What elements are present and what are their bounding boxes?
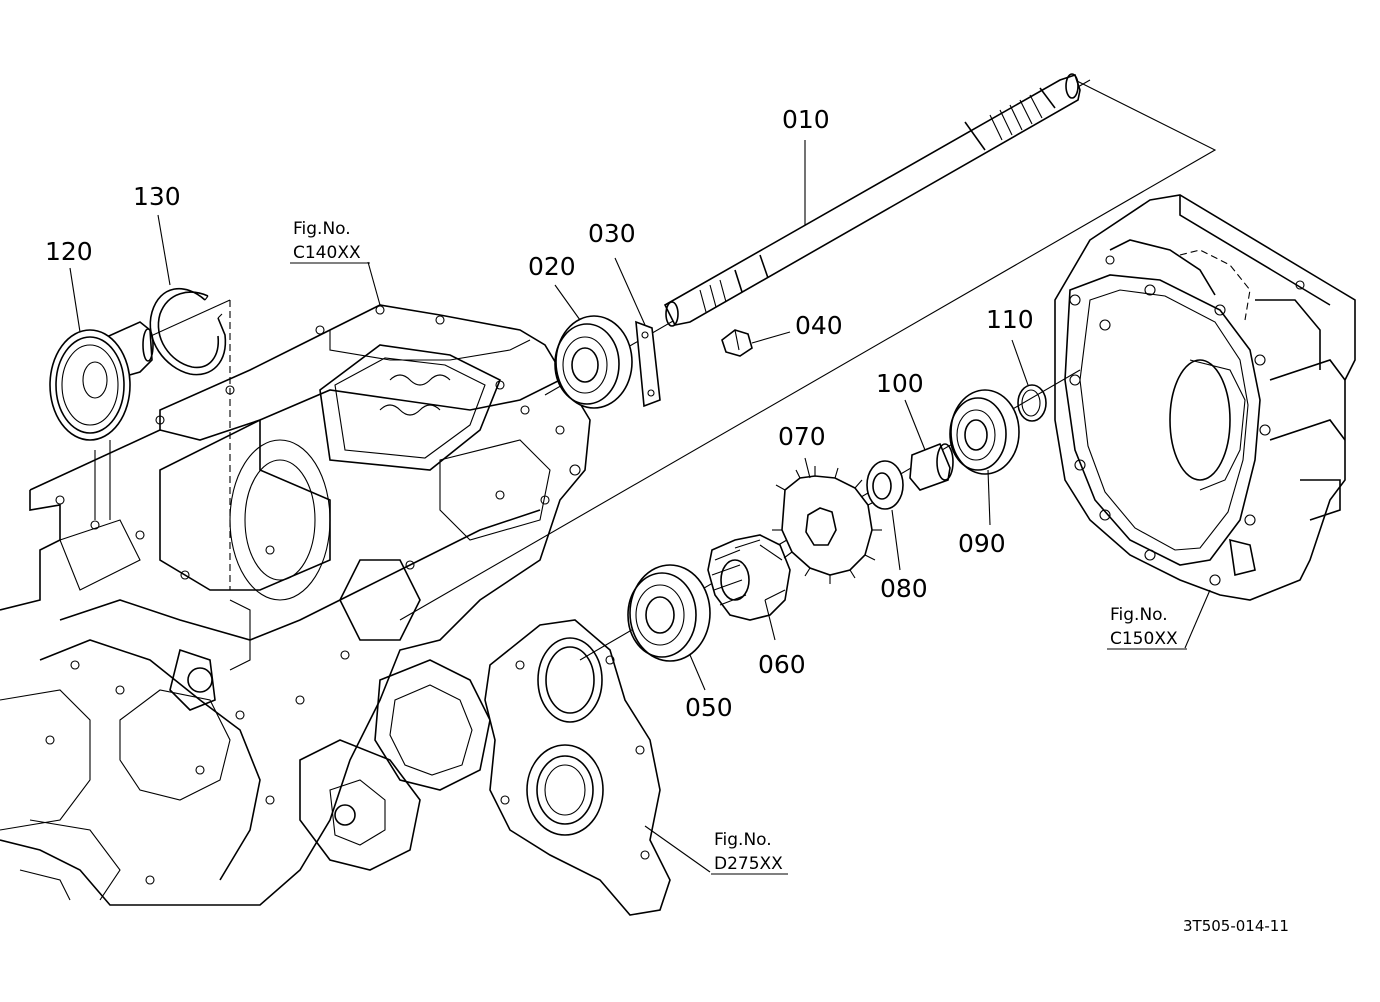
part-130-circlip: [149, 287, 227, 376]
leader-050: [689, 654, 706, 691]
label-040: 040: [795, 311, 843, 340]
part-070-gear: [772, 466, 882, 584]
part-080-washer: [866, 460, 904, 510]
label-090: 090: [958, 529, 1006, 558]
figure-ref-d275xx: Fig.No. D275XX: [711, 830, 788, 875]
part-060-gear: [707, 534, 791, 621]
label-120: 120: [45, 237, 93, 266]
leader-060: [764, 599, 776, 641]
label-010: 010: [782, 105, 830, 134]
leader-030: [614, 257, 646, 326]
part-050-bearing: [627, 564, 711, 662]
leader-100: [904, 399, 926, 451]
drawing-code: 3T505-014-11: [1183, 917, 1289, 935]
leader-lines: [69, 140, 1211, 873]
label-070: 070: [778, 422, 826, 451]
fig-prefix: Fig.No.: [1110, 605, 1168, 625]
part-100-collar: [909, 442, 954, 491]
figure-ref-c150xx: Fig.No. C150XX: [1107, 605, 1187, 650]
label-030: 030: [588, 219, 636, 248]
part-labels: 010 020 030 040 050 060 070 080 090 100 …: [45, 105, 1034, 722]
fig-prefix: Fig.No.: [293, 219, 351, 239]
part-110-snap-ring: [1017, 384, 1047, 422]
label-080: 080: [880, 574, 928, 603]
part-030-plate: [635, 320, 661, 408]
part-120-drum-gear: [49, 321, 154, 441]
leader-040: [751, 331, 791, 344]
part-040-fitting: [721, 329, 753, 357]
leader-130: [157, 214, 171, 286]
label-060: 060: [758, 650, 806, 679]
leader-020: [554, 284, 581, 321]
leader-090: [987, 469, 991, 526]
part-020-bearing: [554, 315, 633, 409]
leader-c150xx: [1184, 589, 1211, 649]
fig-prefix: Fig.No.: [714, 830, 772, 850]
leader-d275xx: [644, 825, 711, 873]
label-130: 130: [133, 182, 181, 211]
part-010-shaft: [663, 73, 1081, 327]
cover-plate-d275xx: [484, 619, 671, 916]
fig-code: D275XX: [714, 854, 783, 874]
figure-ref-c140xx: Fig.No. C140XX: [290, 219, 370, 264]
label-100: 100: [876, 369, 924, 398]
leader-120: [69, 267, 81, 333]
leader-080: [891, 509, 901, 571]
label-020: 020: [528, 252, 576, 281]
fig-code: C150XX: [1110, 629, 1178, 649]
label-050: 050: [685, 693, 733, 722]
right-case-c150xx: [1054, 194, 1356, 601]
part-090-bearing: [949, 389, 1020, 475]
leader-070: [804, 457, 811, 479]
fig-code: C140XX: [293, 243, 361, 263]
leader-c140xx: [367, 261, 381, 306]
label-110: 110: [986, 305, 1034, 334]
leader-110: [1011, 339, 1029, 386]
